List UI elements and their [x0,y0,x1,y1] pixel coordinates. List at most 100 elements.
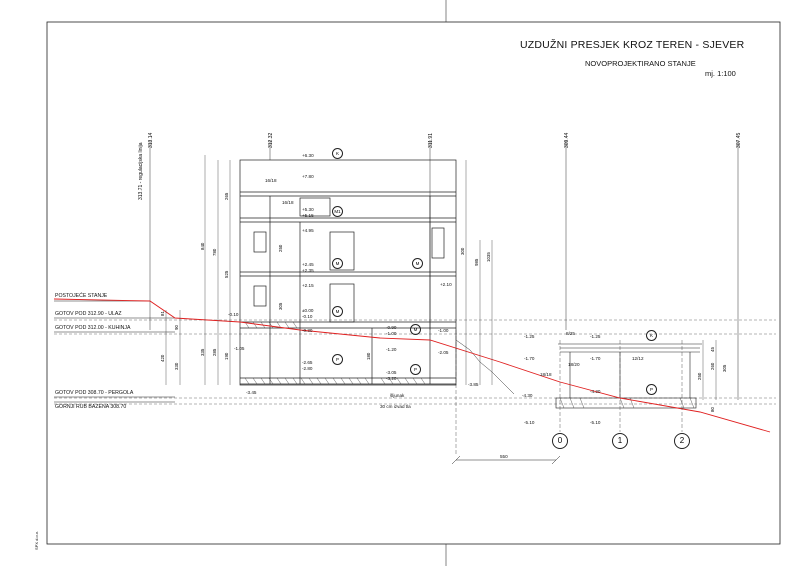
dimension-text: 840 [200,242,205,250]
dimension-text: 16/18 [265,178,277,183]
level-mark: -0.90 [386,325,397,330]
level-mark: +2.10 [440,282,452,287]
label-entrance-floor: GOTOV POD 312.90 - ULAZ [55,311,122,317]
level-mark: -2.05 [438,350,449,355]
dimension-text: 45 [710,347,715,352]
level-mark: +2.45 [302,262,314,267]
height-313-71: 313.71 - regulacijska linija [138,142,144,200]
dimension-text: 300 [460,247,465,255]
label-kitchen-floor: GOTOV POD 312.00 - KUHINJA [55,325,131,331]
label-existing-state: POSTOJEĆE STANJE [55,293,108,299]
dimension-text: 420 [160,354,165,362]
room-marker: P [410,364,421,375]
level-mark: +4.95 [302,228,314,233]
dimension-text: 780 [212,248,217,256]
room-marker: M [410,324,421,335]
level-mark: -3.45 [246,390,257,395]
level-mark: -1.70 [524,356,535,361]
room-marker: P [332,354,343,365]
dimension-text: 18/20 [568,362,580,367]
level-mark: -4.20 [590,389,601,394]
room-marker: M [412,258,423,269]
level-mark: -0.10 [302,314,313,319]
axis-marker-0: 0 [552,433,568,449]
axis-lines [455,330,683,455]
level-mark: -4.30 [522,393,533,398]
pool-hatching [559,397,695,409]
level-mark: ±0.00 [302,308,314,313]
height-312-32: 312.32 [268,132,274,148]
level-mark: -3.05 [386,370,397,375]
dimension-text: 16/18 [282,200,294,205]
level-mark: -2.80 [302,366,313,371]
level-mark: -1.05 [234,346,245,351]
dimension-text: 250 [278,244,283,252]
level-mark: -2.65 [302,360,313,365]
level-mark: +6.30 [302,153,314,158]
level-mark: +7.80 [302,174,314,179]
axis-marker-1: 1 [612,433,628,449]
dimension-text: 525 [224,270,229,278]
label-pergola-floor: GOTOV POD 308.70 - PERGOLA [55,390,134,396]
dimension-text: 180 [366,352,371,360]
dimension-text: 190 [224,352,229,360]
level-mark: -0.30 [302,328,313,333]
dimension-text: 30 cm izvad tla [380,404,411,409]
level-mark: -1.25 [590,334,601,339]
dimension-text: 1035 [486,252,491,262]
room-marker: M [332,306,343,317]
slab-hatching [244,321,426,385]
dimension-text: 330 [174,362,179,370]
label-underlines [54,300,175,403]
dimension-text: 285 [212,348,217,356]
level-mark: -3.20 [386,376,397,381]
height-309-44: 309.44 [564,132,570,148]
dimension-text: 265 [224,192,229,200]
height-lines [149,140,739,400]
building-section [239,159,457,386]
level-mark: -1.25 [524,334,535,339]
pergola [558,343,702,398]
level-mark: -1.20 [386,347,397,352]
pool-edge [555,397,697,409]
axis-marker-2: 2 [674,433,690,449]
height-311-91: 311.91 [428,133,434,148]
level-mark: +5.30 [302,207,314,212]
dimension-text: 81 [160,311,165,316]
dimension-text: 550 [500,454,508,459]
level-mark: +5.15 [302,213,314,218]
dimension-text: 80 [710,407,715,412]
room-marker: P [646,384,657,395]
level-mark: +2.35 [302,268,314,273]
dimension-text: šljunak [390,393,405,398]
drawing-scale: mj. 1:100 [705,69,736,78]
level-mark: -0.10 [228,312,239,317]
dimension-text: 250 [697,372,702,380]
room-marker: M [332,258,343,269]
dimension-text: 12/12 [632,356,644,361]
level-mark: -1.70 [590,356,601,361]
drawing-subtitle: NOVOPROJEKTIRANO STANJE [585,59,696,68]
terrain-line [53,298,771,433]
dimension-text: 18/18 [540,372,552,377]
dimension-text: 305 [722,364,727,372]
height-313-14: 313.14 [148,132,154,148]
dimension-text: 90 [174,325,179,330]
level-mark: +2.15 [302,283,314,288]
firm-stamp: SPX d.o.o. [34,530,39,550]
room-marker: K [646,330,657,341]
dimension-text: 305 [278,302,283,310]
height-307-45: 307.45 [736,132,742,148]
dimension-text: 985 [474,258,479,266]
dimension-text: 8/25 [566,331,575,336]
dim-550 [451,455,561,465]
room-marker: M1 [332,206,343,217]
room-marker: K [332,148,343,159]
drawing-title: UZDUŽNI PRESJEK KROZ TEREN - SJEVER [520,39,745,51]
level-mark: -5.10 [590,420,601,425]
level-mark: -1.00 [386,331,397,336]
label-pool-edge: GORNJI RUB BAZENA 308.70 [55,404,127,410]
level-mark: -5.10 [524,420,535,425]
